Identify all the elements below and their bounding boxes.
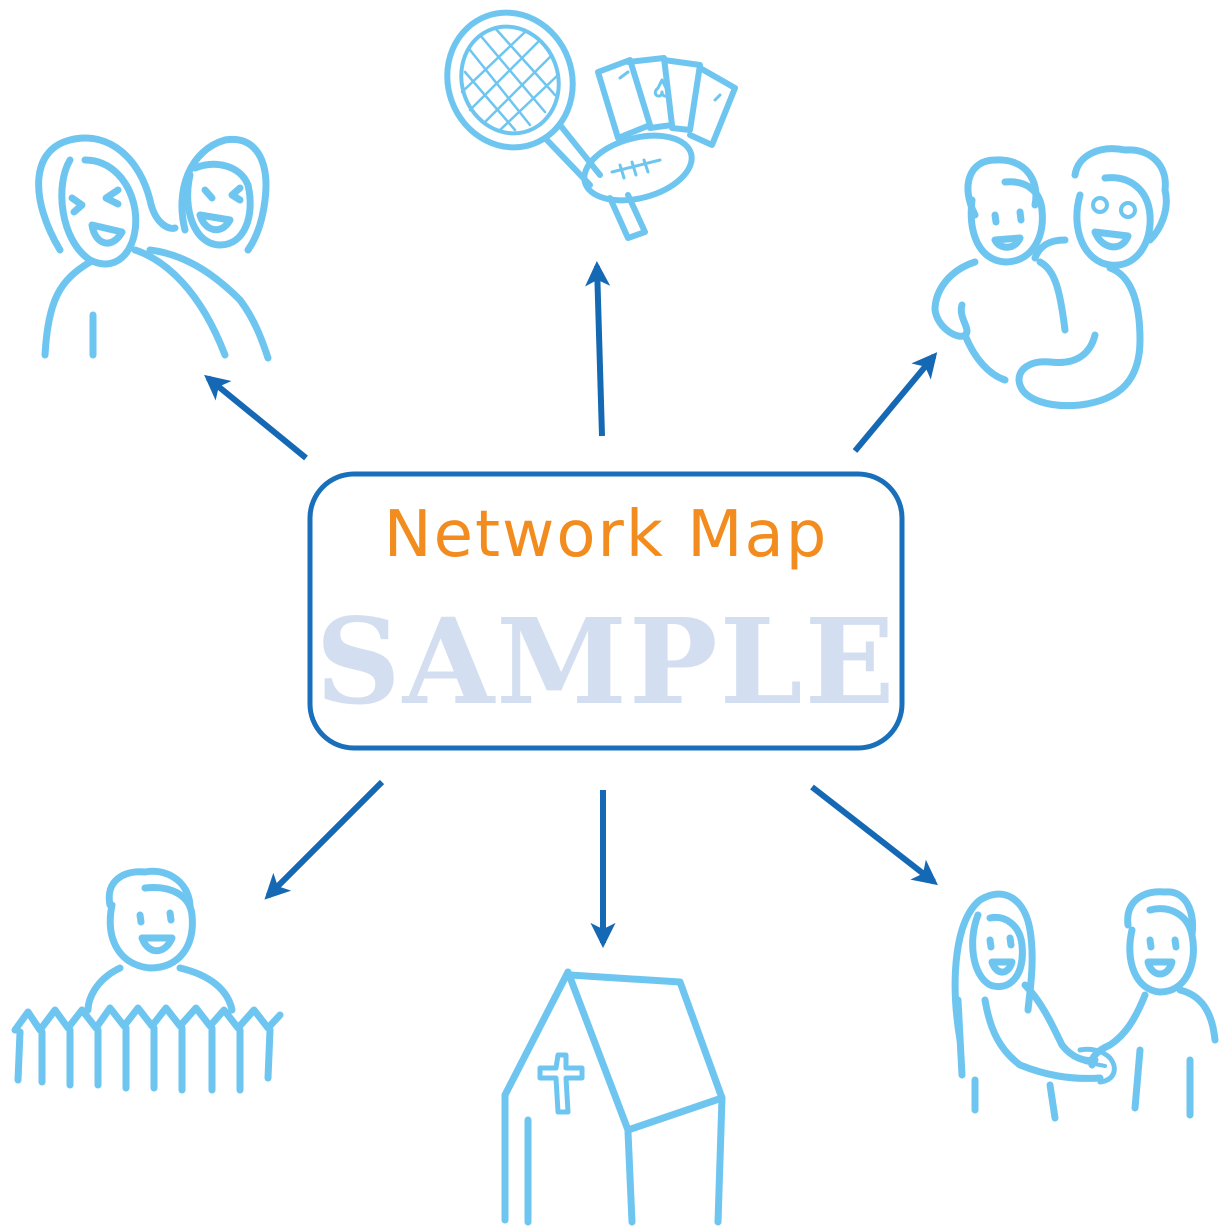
hobbies-sports-cards-icon [444,9,738,241]
arrow-to-neighbor [264,779,385,900]
central-node: SAMPLE Network Map [307,471,905,751]
arrows [204,260,938,949]
family-hug-icon [931,145,1170,410]
neighbor-fence-icon [11,867,284,1094]
arrow-to-friends [204,374,308,461]
arrow-to-family [852,352,938,453]
church-icon [501,968,726,1226]
arrow-to-colleagues [810,784,938,886]
arrow-to-hobbies [584,260,611,437]
map-title: Network Map [384,498,829,572]
friends-laughing-icon [35,134,272,362]
central-box [307,471,905,751]
watermark-text: SAMPLE [315,592,896,731]
colleagues-handshake-icon [951,888,1219,1122]
